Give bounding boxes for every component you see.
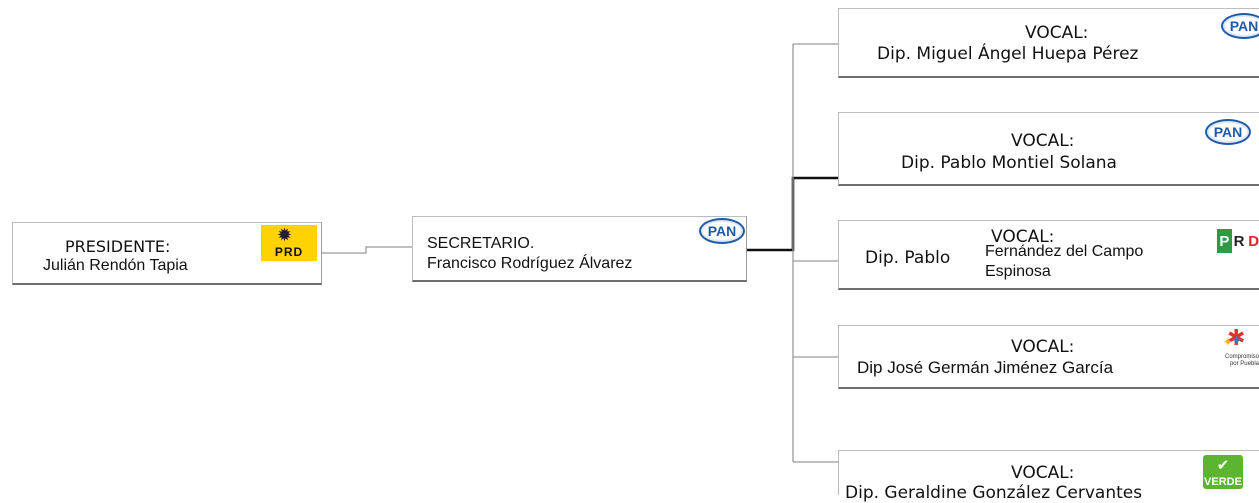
secretary-box: SECRETARIO. Francisco Rodríguez Álvarez … <box>412 216 747 282</box>
vocal-3-name-line1: Fernández del Campo <box>985 243 1144 260</box>
vocal-box-3: VOCAL: Dip. Pablo Fernández del Campo Es… <box>838 220 1259 290</box>
compromiso-logo-text: Compromiso por Puebla <box>1225 354 1259 368</box>
toucan-icon: ✔ <box>1216 456 1230 474</box>
pri-d-letter: D <box>1246 229 1259 253</box>
vocal-5-name: Dip. Geraldine González Cervantes <box>845 483 1143 503</box>
vocal-3-name-line2: Espinosa <box>985 263 1051 280</box>
compromiso-por-puebla-logo-icon: ✱ ✦ ✦ Compromiso por Puebla <box>1215 326 1259 368</box>
star-icon: ✱ <box>1227 326 1246 351</box>
vocal-1-name: Dip. Miguel Ángel Huepa Pérez <box>877 44 1139 64</box>
star-icon: ✦ <box>1231 333 1243 349</box>
prd-logo-label: PRD <box>274 245 304 259</box>
pan-logo-icon: PAN <box>699 218 745 244</box>
vocal-3-role: VOCAL: <box>991 227 1055 247</box>
vocal-box-2: VOCAL: Dip. Pablo Montiel Solana PAN <box>838 112 1259 186</box>
vocal-4-name: Dip José Germán Jiménez García <box>857 358 1114 377</box>
connector-secretary-trunk <box>746 176 838 252</box>
vocal-2-name: Dip. Pablo Montiel Solana <box>901 153 1117 173</box>
vocal-5-role: VOCAL: <box>1011 463 1075 483</box>
president-box: PRESIDENTE: Julián Rendón Tapia ✹ PRD <box>12 222 322 285</box>
secretary-name: Francisco Rodríguez Álvarez <box>427 255 633 272</box>
prd-logo-icon: ✹ PRD <box>261 225 317 261</box>
compromiso-logo-text-1: Compromiso <box>1224 354 1259 360</box>
connector-president-secretary <box>321 246 412 254</box>
star-icon: ✦ <box>1223 335 1234 349</box>
president-role: PRESIDENTE: <box>65 237 171 256</box>
vocal-1-role: VOCAL: <box>1025 23 1089 43</box>
vocal-3-prefix: Dip. Pablo <box>865 248 951 268</box>
vocal-box-1: VOCAL: Dip. Miguel Ángel Huepa Pérez PAN <box>838 8 1259 78</box>
vocal-box-4: VOCAL: Dip José Germán Jiménez García ✱ … <box>838 325 1259 389</box>
connector-lines <box>321 43 838 463</box>
secretary-role: SECRETARIO. <box>427 235 535 252</box>
pan-logo-icon: PAN <box>1221 13 1259 39</box>
pri-r-letter: R <box>1231 229 1247 253</box>
vocal-4-role: VOCAL: <box>1011 337 1075 357</box>
compromiso-logo-text-2: por Puebla <box>1229 361 1259 367</box>
pri-logo-icon: P R D <box>1217 229 1259 253</box>
sun-icon: ✹ <box>277 225 293 246</box>
verde-logo-icon: ✔ VERDE <box>1203 455 1243 489</box>
pan-logo-icon: PAN <box>1205 119 1251 145</box>
pri-p-letter: P <box>1217 229 1232 253</box>
vocal-box-5: VOCAL: Dip. Geraldine González Cervantes… <box>838 450 1259 503</box>
president-name: Julián Rendón Tapia <box>43 257 188 274</box>
verde-logo-label: VERDE <box>1204 476 1242 488</box>
vocal-2-role: VOCAL: <box>1011 131 1075 151</box>
